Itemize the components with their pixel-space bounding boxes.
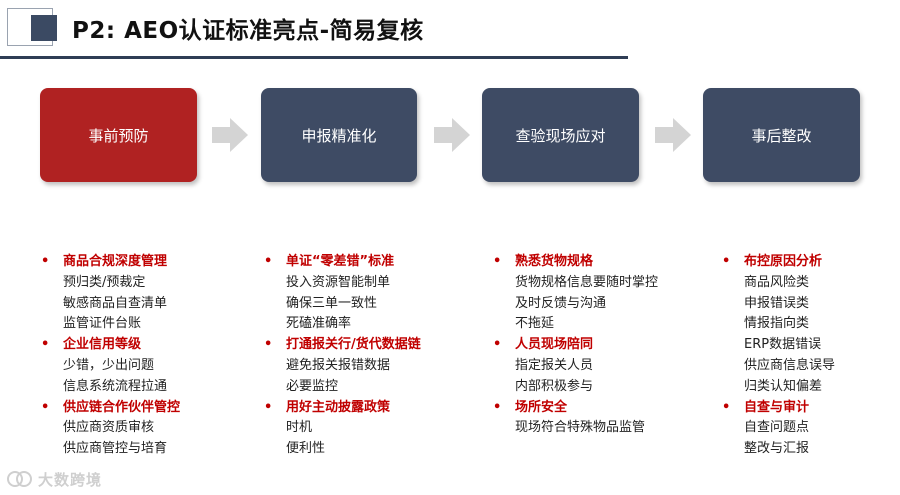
list-item: 便利性: [286, 441, 326, 457]
list-item: 避免报关报错数据: [286, 357, 391, 373]
list-heading: • 用好主动披露政策: [264, 398, 421, 419]
list-heading: • 供应链合作伙伴管控: [41, 398, 180, 419]
page-title: P2: AEO认证标准亮点-简易复核: [72, 18, 424, 44]
list-heading-text: 商品合规深度管理: [63, 254, 168, 269]
list-item: 现场符合特殊物品监管: [515, 420, 646, 436]
list-item: 敏感商品自查清单: [63, 295, 168, 311]
bullet-icon: •: [41, 254, 50, 269]
bullet-icon: •: [264, 399, 273, 415]
bullet-icon: •: [722, 399, 731, 415]
list-item: 供应商管控与培育: [63, 441, 168, 457]
bullet-icon: •: [264, 254, 273, 269]
list-item: 情报指向类: [744, 316, 810, 332]
stage-box-3: 查验现场应对: [482, 88, 639, 182]
bullet-icon: •: [722, 254, 731, 269]
watermark-text: 大数跨境: [38, 470, 103, 489]
list-heading-text: 供应链合作伙伴管控: [63, 399, 181, 415]
stage-box-1: 事前预防: [40, 88, 197, 182]
list-heading-text: 自查与审计: [744, 399, 810, 415]
list-item: 必要监控: [286, 378, 339, 394]
list-item: 商品风险类: [744, 274, 810, 290]
list-heading-text: 布控原因分析: [744, 254, 823, 269]
list-item: ERP数据错误: [744, 337, 822, 353]
stage-box-2: 申报精准化: [261, 88, 417, 182]
list-heading: • 企业信用等级: [41, 335, 180, 356]
list-heading-text: 企业信用等级: [63, 337, 142, 353]
list-item: 少错，少出问题: [63, 357, 155, 373]
list-heading: • 场所安全: [493, 398, 658, 419]
list-heading: • 自查与审计: [722, 398, 835, 419]
watermark-logo: 大数跨境: [6, 468, 102, 490]
list-heading: • 人员现场陪同: [493, 335, 658, 356]
list-item: 供应商资质审核: [63, 420, 155, 436]
arrow-right-icon: [655, 118, 691, 152]
list-heading: • 布控原因分析: [722, 252, 835, 273]
list-heading: • 单证“零差错”标准: [264, 252, 421, 273]
list-item: 自查问题点: [744, 420, 810, 436]
list-item: 内部积极参与: [515, 378, 594, 394]
arrow-right-icon: [212, 118, 248, 152]
list-item: 归类认知偏差: [744, 378, 823, 394]
stage-label-4: 事后整改: [751, 126, 812, 145]
bullet-icon: •: [41, 337, 50, 353]
list-item: 整改与汇报: [744, 441, 810, 457]
list-heading: • 商品合规深度管理: [41, 252, 180, 273]
list-item: 时机: [286, 420, 313, 436]
header-divider: [0, 56, 628, 59]
column-inspection-list: • 熟悉货物规格货物规格信息要随时掌控及时反馈与沟通不拖延 • 人员现场陪同指定报关人…: [493, 252, 658, 439]
list-item: 监管证件台账: [63, 316, 142, 332]
list-item: 及时反馈与沟通: [515, 295, 607, 311]
list-item: 预归类/预裁定: [63, 274, 146, 290]
stage-label-2: 申报精准化: [301, 126, 377, 145]
list-heading-text: 人员现场陪同: [515, 337, 594, 353]
column-declaration-list: • 单证“零差错”标准投入资源智能制单确保三单一致性死磕准确率 • 打通报关行/货代数…: [264, 252, 421, 460]
arrow-right-icon: [434, 118, 470, 152]
list-heading-text: 单证“零差错”标准: [286, 254, 395, 269]
brand-logo-icon: [7, 471, 32, 487]
list-item: 投入资源智能制单: [286, 274, 391, 290]
list-item: 确保三单一致性: [286, 295, 378, 311]
header-decor-square-filled: [31, 15, 57, 41]
column-prevention-list: • 商品合规深度管理预归类/预裁定敏感商品自查清单监管证件台账 • 企业信用等级少错，…: [41, 252, 180, 460]
stage-label-3: 查验现场应对: [515, 126, 606, 145]
stage-label-1: 事前预防: [88, 126, 149, 145]
bullet-icon: •: [264, 337, 273, 353]
column-rectification-list: • 布控原因分析商品风险类申报错误类情报指向类 ERP数据错误供应商信息误导归类认知…: [722, 252, 835, 460]
list-item: 死磕准确率: [286, 316, 352, 332]
list-item: 信息系统流程拉通: [63, 378, 168, 394]
bullet-icon: •: [493, 337, 502, 353]
list-item: 货物规格信息要随时掌控: [515, 274, 659, 290]
list-heading: • 打通报关行/货代数据链: [264, 335, 421, 356]
bullet-icon: •: [493, 399, 502, 415]
list-item: 不拖延: [515, 316, 555, 332]
list-heading-text: 打通报关行/货代数据链: [286, 337, 421, 353]
bullet-icon: •: [493, 254, 502, 269]
list-item: 申报错误类: [744, 295, 810, 311]
stage-box-4: 事后整改: [703, 88, 860, 182]
list-heading-text: 场所安全: [515, 399, 568, 415]
list-heading-text: 用好主动披露政策: [286, 399, 391, 415]
list-item: 指定报关人员: [515, 357, 594, 373]
bullet-icon: •: [41, 399, 50, 415]
list-item: 供应商信息误导: [744, 357, 836, 373]
list-heading-text: 熟悉货物规格: [515, 254, 594, 269]
list-heading: • 熟悉货物规格: [493, 252, 658, 273]
